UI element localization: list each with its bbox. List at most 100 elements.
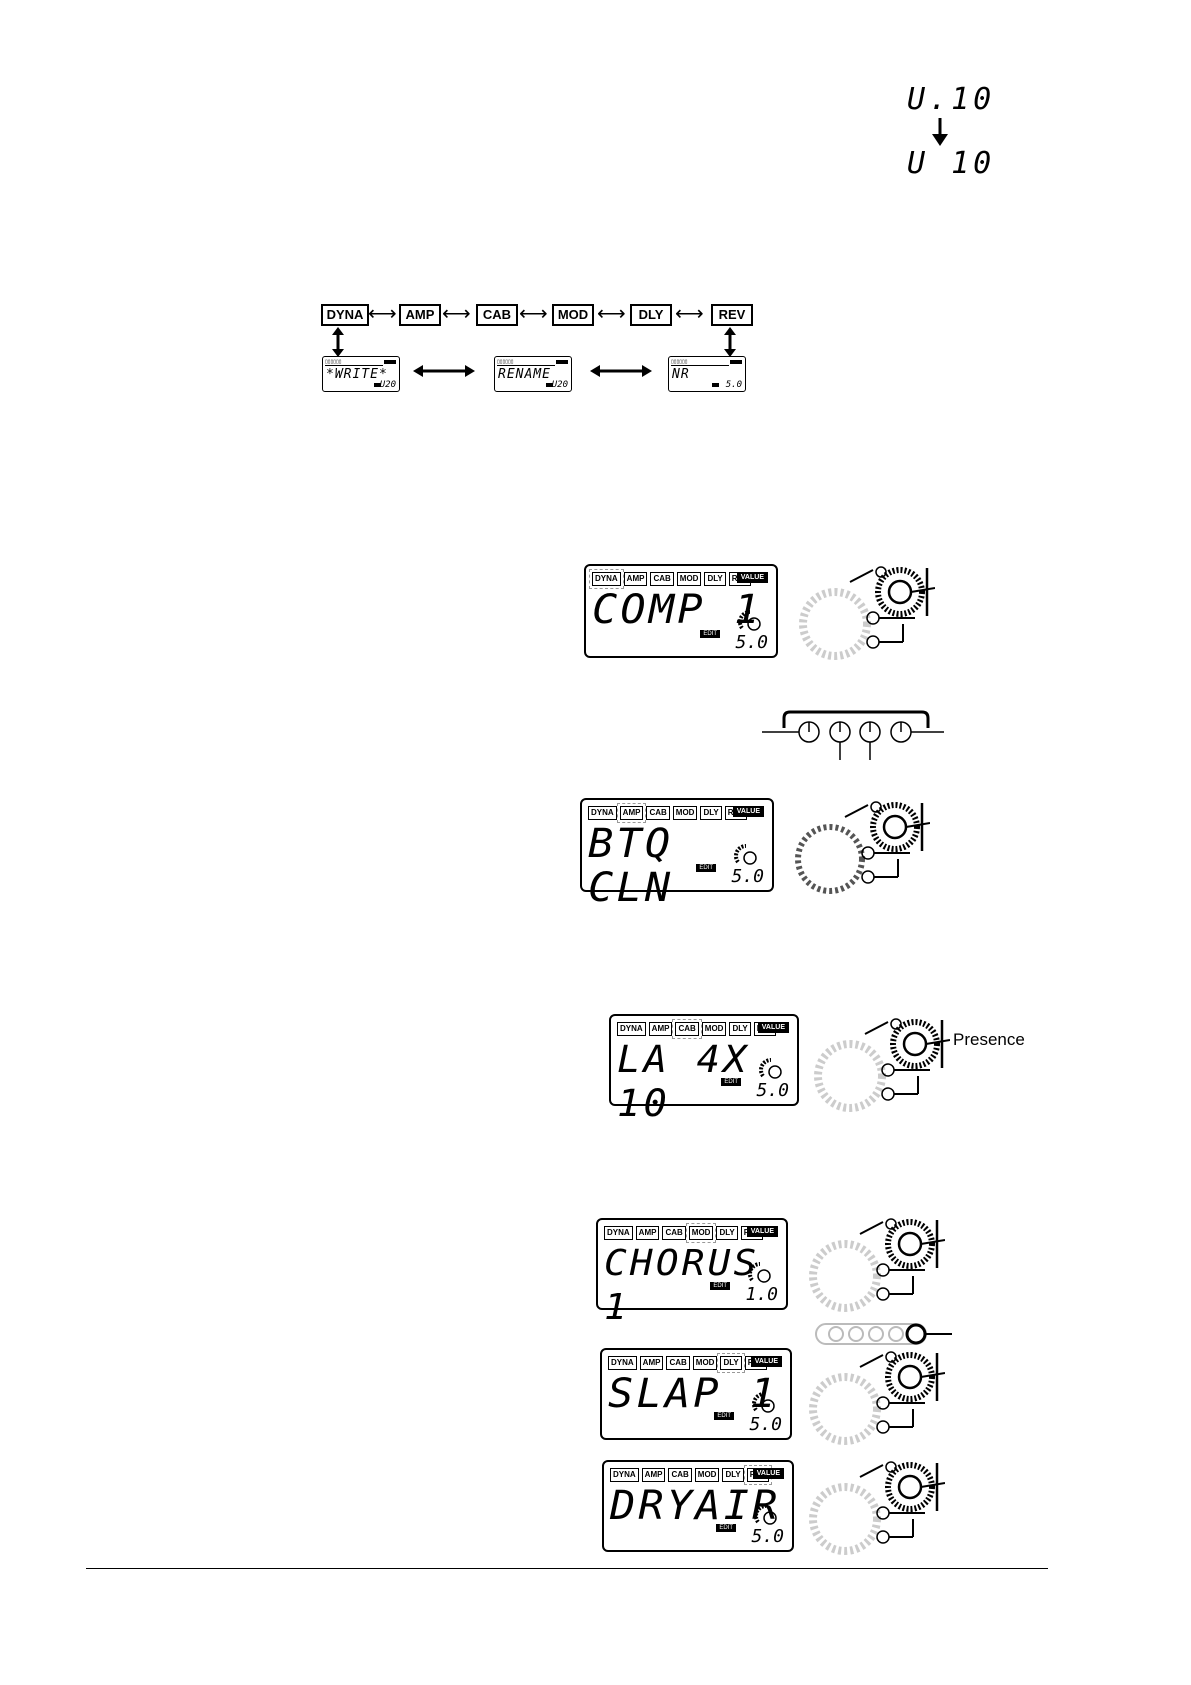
- effect-name: LA 4X 10: [617, 1038, 750, 1125]
- double-arrow-icon: ⟷: [519, 303, 548, 325]
- footswitch-row-icon: [815, 1323, 952, 1345]
- edit-badge: EDIT: [714, 1412, 734, 1420]
- four-knob-row-icon: [762, 710, 944, 760]
- tab-mod: MOD: [672, 806, 698, 820]
- param-value: 1.0: [745, 1284, 778, 1305]
- mini-screen-rename: ▯▯▯▯▯▯ RENAME U20: [494, 356, 572, 392]
- control-dial-icon: [809, 1218, 945, 1312]
- mini-screen-value: 5.0: [725, 380, 742, 390]
- tab-dyna: DYNA: [588, 806, 617, 820]
- lcd-panel-cab: DYNA AMP CAB MOD DLY REV VALUE LA 4X 10 …: [609, 1014, 799, 1125]
- tab-mod: MOD: [676, 572, 702, 586]
- module-rev: REV: [711, 304, 753, 326]
- display-after: U 10: [907, 146, 996, 181]
- mini-tabs: ▯▯▯▯▯▯: [497, 359, 555, 366]
- mini-tabs: ▯▯▯▯▯▯: [671, 359, 729, 366]
- mini-screen-value: U20: [379, 380, 396, 390]
- value-badge: VALUE: [752, 1468, 784, 1479]
- tab-dly: DLY: [716, 1226, 738, 1240]
- control-dial-icon: [799, 566, 935, 660]
- mini-screen-text: *WRITE*: [326, 367, 388, 382]
- tab-amp: AMP: [639, 1356, 664, 1370]
- mini-badge: [712, 383, 719, 387]
- edit-badge: EDIT: [716, 1524, 736, 1532]
- param-value: 5.0: [731, 866, 764, 887]
- tab-dyna: DYNA: [589, 569, 624, 589]
- tab-dly: DLY: [717, 1353, 745, 1373]
- presence-label: Presence: [953, 1030, 1025, 1049]
- module-cab: CAB: [476, 304, 518, 326]
- tab-amp: AMP: [623, 572, 648, 586]
- value-badge: VALUE: [736, 572, 768, 583]
- mini-badge: [546, 383, 553, 387]
- knob-indicator-icon: [754, 1504, 777, 1525]
- module-amp: AMP: [399, 304, 441, 326]
- tab-dly: DLY: [722, 1468, 744, 1482]
- lcd-panel-mod: DYNA AMP CAB MOD DLY REV VALUE CHORUS 1 …: [596, 1218, 788, 1328]
- param-value: 5.0: [756, 1080, 789, 1101]
- lcd-panel-dly: DYNA AMP CAB MOD DLY REV VALUE SLAP 1 ED…: [600, 1348, 792, 1440]
- double-arrow-icon: ⟷: [675, 303, 704, 325]
- tab-dly: DLY: [729, 1022, 751, 1036]
- param-value: 5.0: [735, 632, 768, 653]
- control-dial-icon: [795, 801, 930, 894]
- tab-dyna: DYNA: [610, 1468, 639, 1482]
- mini-tabs: ▯▯▯▯▯▯: [325, 359, 383, 366]
- module-tabs: DYNA AMP CAB MOD DLY REV: [617, 1019, 777, 1039]
- display-before: U.10: [907, 82, 996, 117]
- mini-screen-text: RENAME: [498, 367, 551, 382]
- double-arrow-icon: ⟷: [597, 303, 626, 325]
- knob-indicator-icon: [738, 610, 761, 631]
- tab-cab: CAB: [650, 572, 674, 586]
- module-tabs: DYNA AMP CAB MOD DLY REV: [608, 1353, 768, 1373]
- effect-name: CHORUS 1: [604, 1243, 760, 1328]
- tab-mod: MOD: [685, 1223, 717, 1243]
- lcd-panel-amp: DYNA AMP CAB MOD DLY REV VALUE BTQ CLN E…: [580, 798, 774, 910]
- edit-badge: EDIT: [721, 1078, 741, 1086]
- tab-amp: AMP: [635, 1226, 660, 1240]
- mini-indicator: [730, 360, 742, 364]
- module-mod: MOD: [552, 304, 594, 326]
- double-arrow-icon: ⟷: [442, 303, 471, 325]
- module-tabs: DYNA AMP CAB MOD DLY REV: [604, 1223, 764, 1243]
- module-tabs: DYNA AMP CAB MOD DLY REV: [588, 803, 748, 823]
- mini-badge: [374, 383, 381, 387]
- mini-indicator: [384, 360, 396, 364]
- effect-name: COMP 1: [592, 587, 763, 633]
- long-double-arrow-icon: [413, 364, 475, 383]
- tab-cab: CAB: [668, 1468, 692, 1482]
- vertical-arrow-icon: [723, 327, 737, 362]
- module-dly: DLY: [630, 304, 672, 326]
- knob-indicator-icon: [759, 1058, 782, 1079]
- tab-mod: MOD: [694, 1468, 720, 1482]
- tab-dly: DLY: [700, 806, 722, 820]
- vertical-arrow-icon: [331, 327, 345, 362]
- tab-mod: MOD: [701, 1022, 727, 1036]
- param-value: 5.0: [749, 1414, 782, 1435]
- effect-name: BTQ CLN: [588, 821, 674, 911]
- tab-cab: CAB: [666, 1356, 690, 1370]
- tab-dyna: DYNA: [604, 1226, 633, 1240]
- tab-cab: CAB: [646, 806, 670, 820]
- lcd-panel-dyna: DYNA AMP CAB MOD DLY REV VALUE COMP 1 ED…: [584, 564, 778, 658]
- knob-indicator-icon: [734, 844, 757, 865]
- edit-badge: EDIT: [700, 630, 720, 638]
- value-badge: VALUE: [732, 806, 764, 817]
- knob-indicator-icon: [752, 1392, 775, 1413]
- double-arrow-icon: ⟷: [368, 303, 397, 325]
- control-dial-icon: [814, 1018, 950, 1112]
- mini-screen-nr: ▯▯▯▯▯▯ NR 5.0: [668, 356, 746, 392]
- tab-dly: DLY: [704, 572, 726, 586]
- control-dial-icon: [809, 1351, 945, 1445]
- lcd-panel-rev: DYNA AMP CAB MOD DLY REV VALUE DRYAIR ED…: [602, 1460, 794, 1552]
- tab-cab: CAB: [662, 1226, 686, 1240]
- knob-indicator-icon: [748, 1262, 771, 1283]
- long-double-arrow-icon: [590, 364, 652, 383]
- tab-mod: MOD: [692, 1356, 718, 1370]
- module-dyna: DYNA: [321, 304, 369, 326]
- tab-amp: AMP: [641, 1468, 666, 1482]
- mini-screen-write: ▯▯▯▯▯▯ *WRITE* U20: [322, 356, 400, 392]
- tab-cab: CAB: [672, 1019, 702, 1039]
- edit-badge: EDIT: [696, 864, 716, 872]
- effect-name: SLAP 1: [608, 1371, 779, 1417]
